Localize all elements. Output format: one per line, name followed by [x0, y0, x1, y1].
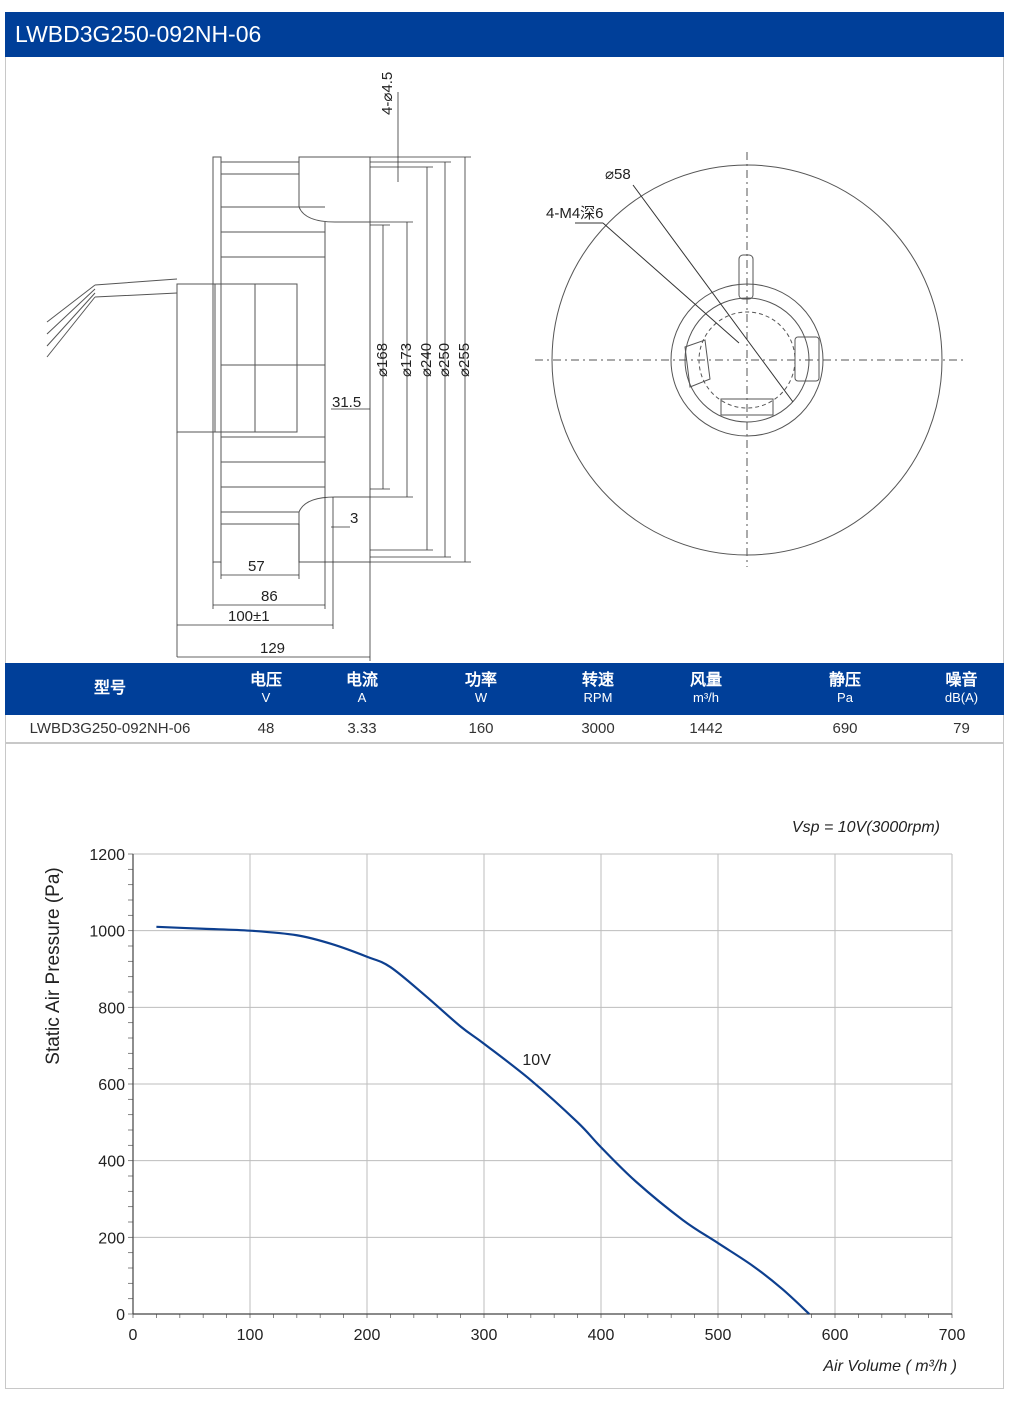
dim-57: 57 — [248, 558, 265, 575]
cell-airflow: 1442 — [689, 720, 723, 737]
dim-173: ⌀173 — [398, 343, 415, 377]
y-tick-label: 1200 — [89, 847, 125, 864]
dim-100: 100±1 — [228, 608, 270, 625]
cell-model: LWBD3G250-092NH-06 — [29, 720, 191, 737]
x-tick-label: 500 — [705, 1327, 732, 1344]
cable-wires — [46, 278, 178, 358]
chart-series: 10V — [156, 925, 811, 1315]
y-tick-label: 600 — [98, 1077, 125, 1094]
y-tick-label: 1000 — [89, 924, 125, 941]
header-model: 型号 — [93, 680, 126, 697]
title-bar: LWBD3G250-092NH-06 — [5, 12, 1004, 57]
front-view — [535, 152, 965, 567]
dim-m4: 4-M4深6 — [546, 205, 604, 222]
dim-255: ⌀255 — [456, 343, 473, 377]
dim-240: ⌀240 — [418, 343, 435, 377]
chart-svg: 0 100 200 300 400 500 600 700 0 200 400 600 800 1000 1… — [43, 819, 965, 1375]
series-line-10v — [156, 925, 811, 1315]
y-tick-label: 0 — [116, 1307, 125, 1324]
motor-body — [176, 283, 298, 433]
cell-power: 160 — [468, 720, 494, 737]
inlet-shroud-bottom — [298, 496, 371, 563]
y-axis-label: Static Air Pressure (Pa) — [43, 867, 64, 1064]
dim-holes: 4-⌀4.5 — [379, 72, 396, 115]
cell-noise: 79 — [953, 720, 970, 737]
chart-annotation: Vsp = 10V(3000rpm) — [792, 819, 940, 836]
dim-31-5: 31.5 — [332, 394, 361, 411]
page-title: LWBD3G250-092NH-06 — [15, 21, 262, 47]
chart-tick-labels: 0 100 200 300 400 500 600 700 0 200 400 600 800 1000 1… — [89, 847, 965, 1344]
divider — [5, 743, 1004, 744]
y-tick-label: 400 — [98, 1154, 125, 1171]
dim-129: 129 — [260, 640, 285, 657]
x-tick-label: 700 — [939, 1327, 966, 1344]
cell-current: 3.33 — [347, 720, 377, 737]
x-tick-label: 100 — [237, 1327, 264, 1344]
dim-58: ⌀58 — [605, 166, 631, 183]
x-tick-label: 600 — [822, 1327, 849, 1344]
x-tick-label: 0 — [129, 1327, 138, 1344]
dim-168: ⌀168 — [374, 343, 391, 377]
x-tick-label: 200 — [354, 1327, 381, 1344]
y-tick-label: 800 — [98, 1000, 125, 1017]
performance-chart: 0 100 200 300 400 500 600 700 0 200 400 600 800 1000 1… — [5, 790, 1004, 1390]
impeller-back-plate — [212, 156, 222, 563]
dim-250: ⌀250 — [436, 343, 453, 377]
cell-pressure: 690 — [832, 720, 858, 737]
dim-86: 86 — [261, 588, 278, 605]
x-tick-label: 300 — [471, 1327, 498, 1344]
technical-drawing: 4-⌀4.5 ⌀168 ⌀173 ⌀240 ⌀250 ⌀255 31.5 3 5… — [5, 57, 1004, 663]
drawing-svg: 4-⌀4.5 ⌀168 ⌀173 ⌀240 ⌀250 ⌀255 31.5 3 5… — [46, 72, 965, 661]
chart-axes — [132, 854, 952, 1315]
series-label-10v: 10V — [522, 1052, 551, 1069]
dim-3: 3 — [350, 510, 358, 527]
x-axis-label: Air Volume ( m³/h ) — [822, 1358, 957, 1375]
table-row: LWBD3G250-092NH-06 48 3.33 160 3000 1442… — [5, 715, 1004, 743]
cell-voltage: 48 — [257, 720, 275, 737]
x-tick-label: 400 — [588, 1327, 615, 1344]
inlet-shroud-top — [298, 156, 371, 223]
chart-grid — [133, 853, 953, 1314]
chart-minor-ticks — [128, 853, 953, 1318]
cell-speed: 3000 — [581, 720, 615, 737]
y-tick-label: 200 — [98, 1230, 125, 1247]
